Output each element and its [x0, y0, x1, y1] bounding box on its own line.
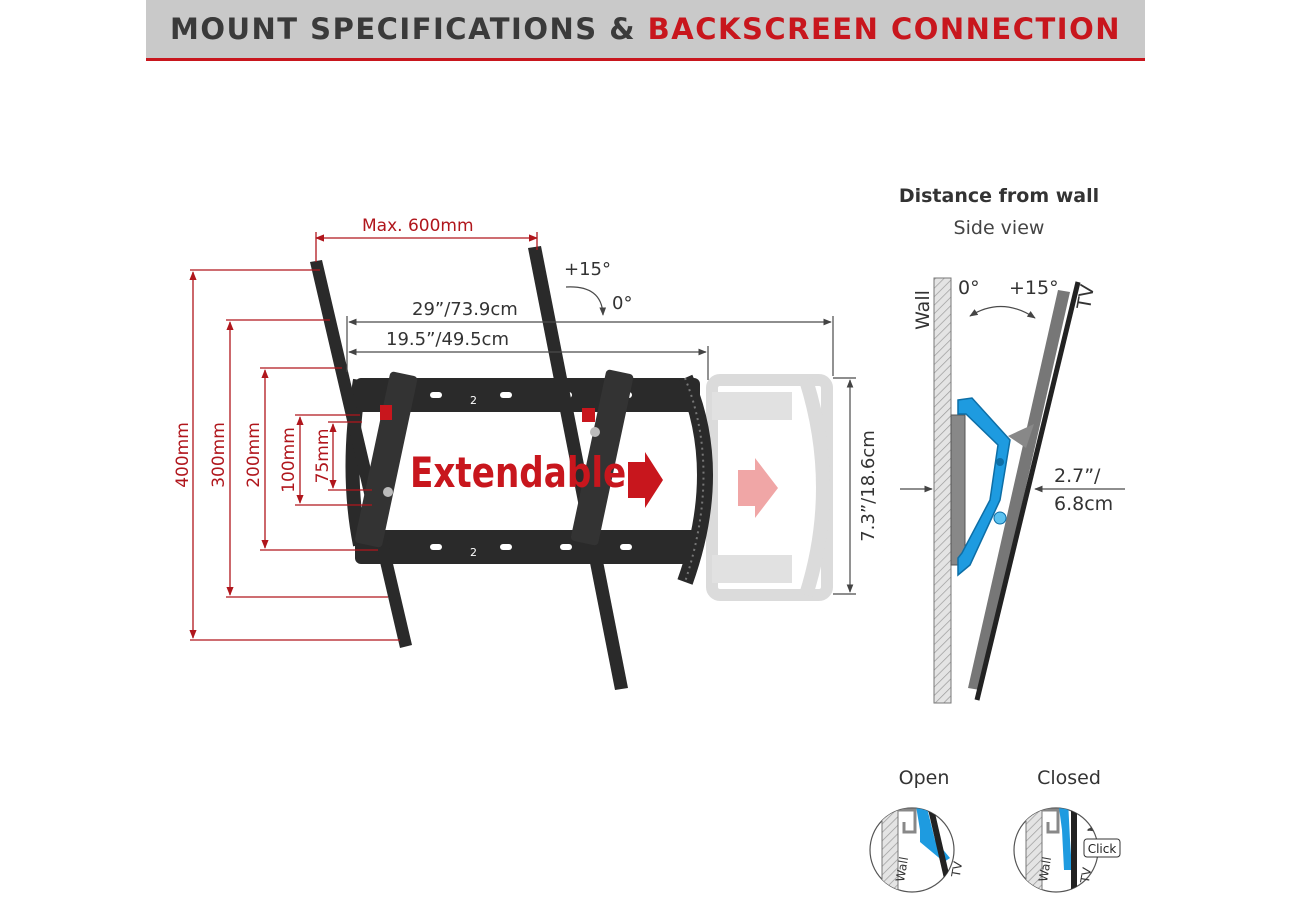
tilt-arc-icon — [565, 286, 607, 316]
extended-frame-ghost — [706, 374, 833, 601]
extend-arrow-faded-icon — [738, 458, 778, 518]
title-part-2: BACKSCREEN CONNECTION — [647, 12, 1122, 46]
click-label: Click — [1088, 842, 1117, 856]
rail-number: 2 — [470, 394, 477, 407]
wall-plate — [950, 414, 966, 566]
side-view-title: Distance from wall — [899, 185, 1099, 207]
open-tv-label: TV — [949, 860, 966, 879]
angle-tilt-label: +15° — [1009, 277, 1059, 299]
dim-300mm: 300mm — [209, 422, 229, 488]
tv-panel-back — [968, 290, 1070, 690]
tv-label: TV — [1073, 283, 1099, 312]
dim-200mm: 200mm — [244, 422, 264, 488]
header-banner: MOUNT SPECIFICATIONS & BACKSCREEN CONNEC… — [146, 0, 1145, 61]
dim-100mm: 100mm — [279, 427, 299, 493]
dim-75mm: 75mm — [313, 429, 333, 484]
title-part-1: MOUNT SPECIFICATIONS & — [169, 12, 637, 46]
distance-label-line1: 2.7”/ — [1054, 465, 1101, 487]
extendable-label: Extendable — [410, 449, 626, 497]
height-label: 7.3”/18.6cm — [858, 430, 879, 542]
closed-wall-label: Wall — [1036, 856, 1054, 883]
blue-bracket — [957, 397, 1034, 577]
width-retracted-label: 19.5”/49.5cm — [386, 329, 509, 350]
page-title: MOUNT SPECIFICATIONS & BACKSCREEN CONNEC… — [170, 12, 1121, 46]
lock-closed-view: Closed Click Wall TV — [1013, 767, 1121, 893]
closed-tv-label: TV — [1078, 866, 1095, 885]
tv-arm-right — [528, 246, 634, 690]
tv-panel — [974, 281, 1081, 701]
vesa-dimensions: 400mm 300mm 200mm 100mm 75mm — [173, 269, 400, 641]
extend-arrow-icon — [628, 452, 663, 508]
tilt-label: +15° — [564, 259, 611, 280]
tilt-zero-label: 0° — [612, 293, 632, 314]
max-width-label: Max. 600mm — [362, 216, 474, 236]
rail-number: 2 — [470, 546, 477, 559]
side-view-subtitle: Side view — [954, 217, 1045, 239]
tilt-arc-icon — [969, 305, 1036, 319]
wall-label: Wall — [912, 290, 934, 330]
distance-label-line2: 6.8cm — [1054, 493, 1113, 515]
open-wall-label: Wall — [893, 856, 911, 883]
click-badge — [1083, 838, 1121, 858]
mount-frame: 2 2 — [345, 374, 713, 585]
tv-arm-left — [310, 260, 418, 648]
lock-open-view: Open Wall TV — [869, 767, 966, 893]
dim-400mm: 400mm — [173, 422, 193, 488]
width-extended-label: 29”/73.9cm — [412, 299, 518, 320]
closed-label: Closed — [1037, 767, 1101, 789]
front-view: 2 2 Extendable Max. 600mm — [173, 216, 879, 690]
open-label: Open — [899, 767, 950, 789]
side-view: Distance from wall Side view Wall TV 0° … — [899, 185, 1125, 704]
wall — [933, 277, 952, 704]
angle-zero-label: 0° — [958, 277, 980, 299]
